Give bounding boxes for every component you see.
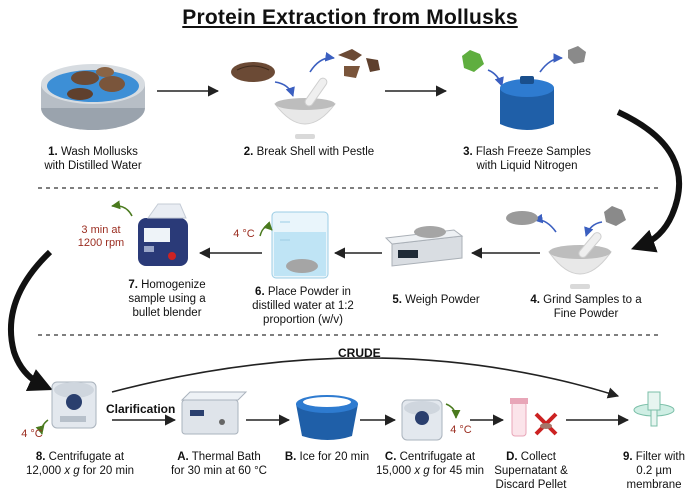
step-2-label: 2. Break Shell with Pestle [243,146,375,158]
blender-time: 3 min at 1200 rpm [77,224,125,249]
mortar-pestle-icon [231,49,380,139]
step-C-label: C. Centrifugate at 15,000 x g for 45 min [375,451,485,477]
page-title: Protein Extraction from Mollusks [182,6,518,29]
step-B-label: B. Ice for 20 min [284,451,370,463]
big-arrow-left [8,249,53,391]
step-5-label: 5. Weigh Powder [392,294,480,306]
crude-label: CRUDE [338,346,381,360]
ice-bucket-icon [296,395,358,440]
step-1-label: 1. Wash Mollusks with Distilled Water [44,146,142,172]
step-3-label: 3. Flash Freeze Samples with Liquid Nitr… [463,146,591,172]
syringe-filter-icon [633,391,675,427]
step-6-label: 6. Place Powder in distilled water at 1:… [252,286,354,326]
crude-arrow [111,357,620,399]
liquid-nitrogen-tank-icon [462,46,586,130]
step-8-temp: 4 °C [21,428,43,440]
wash-dish-icon [41,64,145,130]
step-A-label: A. Thermal Bath for 30 min at 60 °C [170,451,267,477]
big-arrow-right [616,109,683,253]
centrifuge-c-icon [401,399,461,441]
step-4-label: 4. Grind Samples to a Fine Powder [530,294,642,320]
thermal-bath-icon [180,391,248,435]
step-6-temp: 4 °C [233,228,255,240]
step-D-label: D. Collect Supernatant & Discard Pellet [494,451,568,491]
beaker-icon [259,211,329,279]
step-8-label: 8. Centrifugate at 12,000 x g for 20 min [25,451,135,477]
grind-mortar-icon [506,206,626,289]
bullet-blender-icon [111,200,188,266]
centrifuge-icon [35,381,97,435]
step-C-temp: 4 °C [450,424,472,436]
step-9-label: 9. Filter with 0.2 µm membrane [623,451,685,491]
scale-icon [384,226,464,267]
step-7-label: 7. Homogenize sample using a bullet blen… [128,279,206,319]
tube-discard-icon [510,398,558,437]
clarification-label: Clarification [106,402,176,416]
